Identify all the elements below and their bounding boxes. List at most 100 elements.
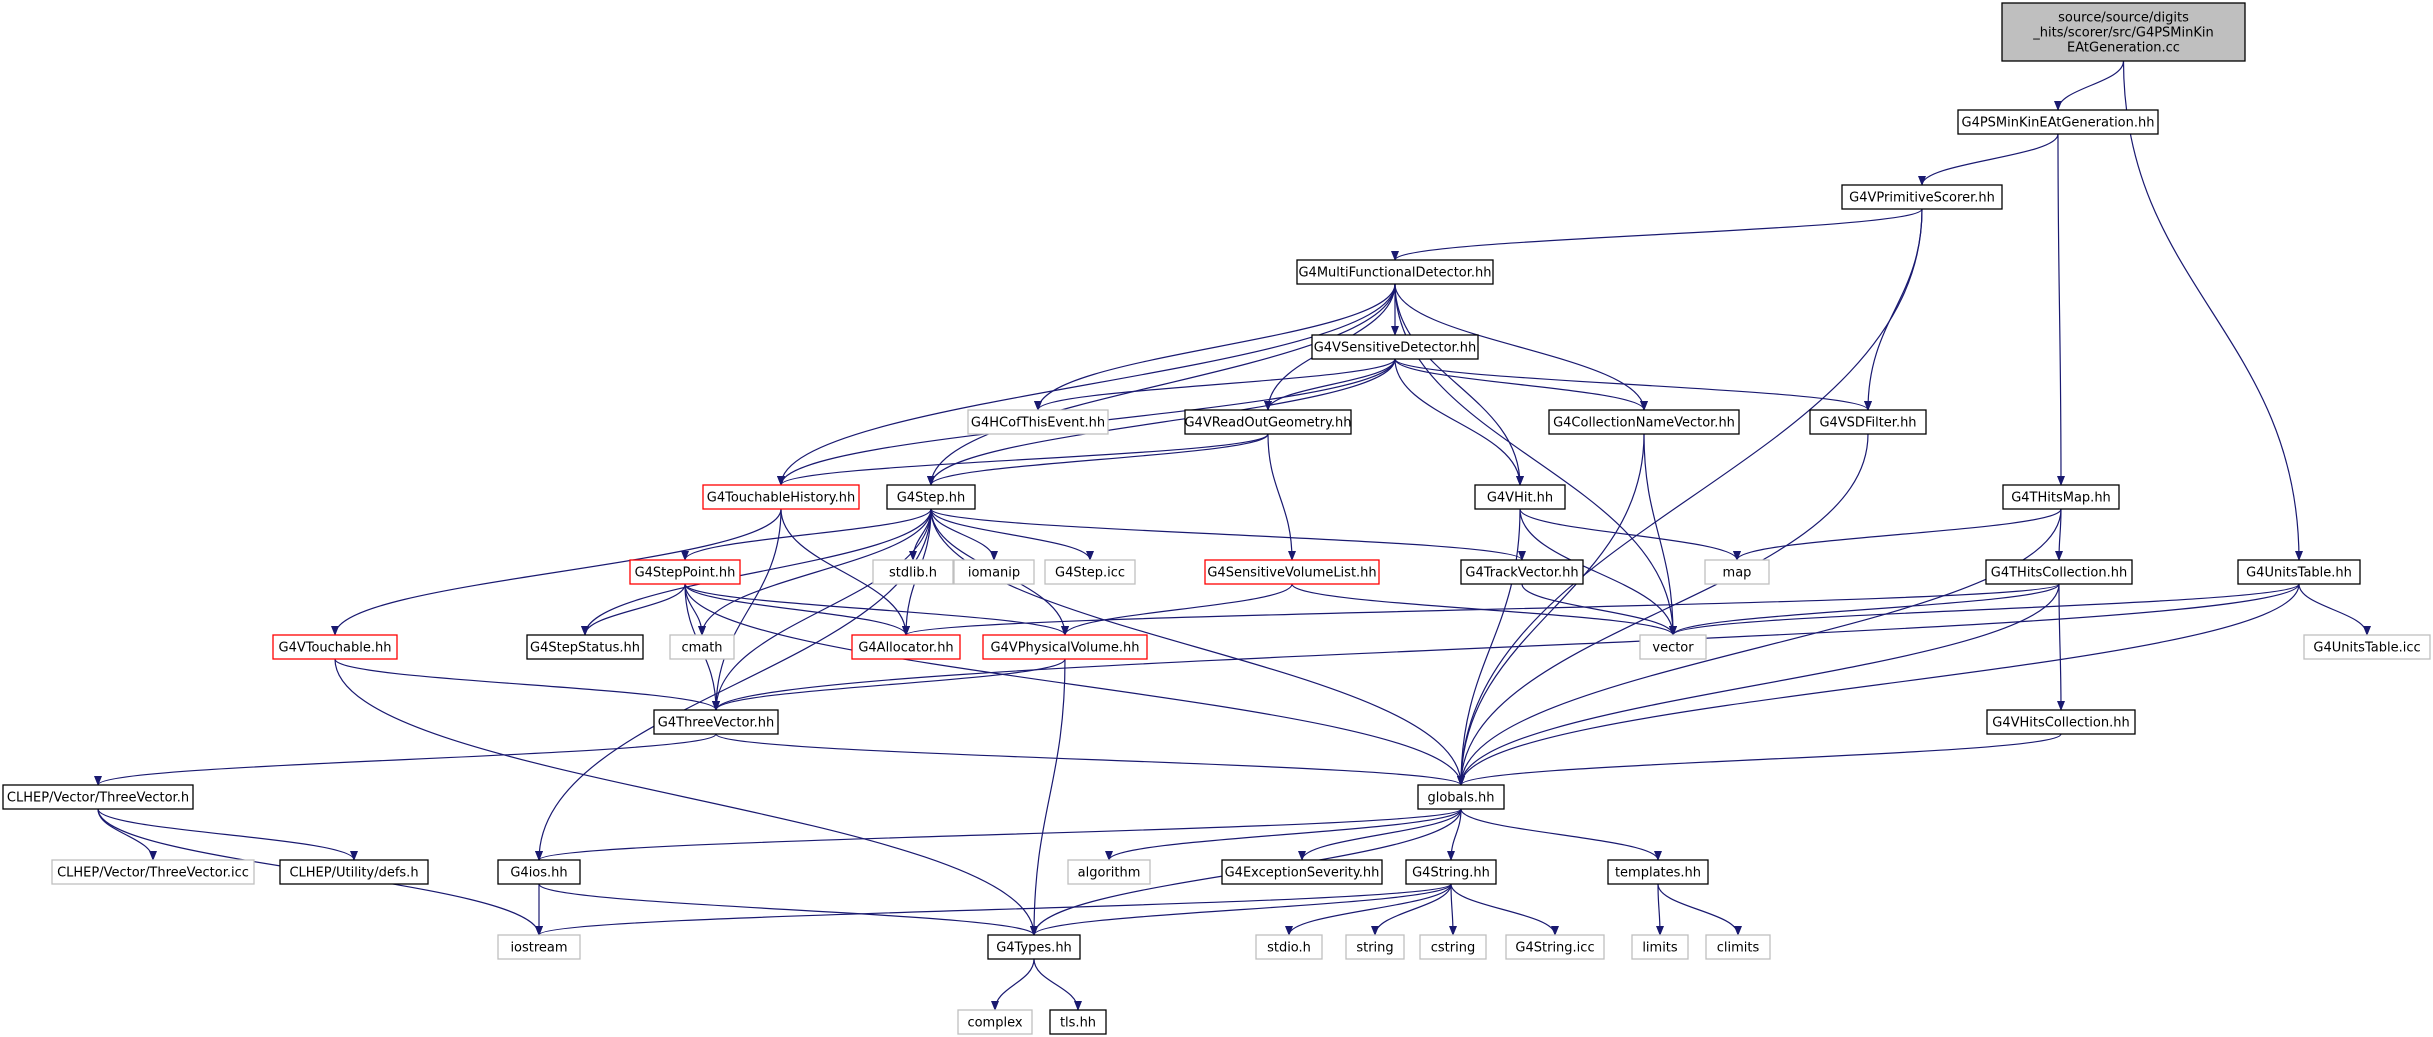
edge-g4string-to-g4types — [1030, 883, 1452, 936]
edge-g4string-to-cstring — [1448, 883, 1457, 936]
node-label: G4Step.icc — [1055, 566, 1125, 581]
node-g4exceptionseverity[interactable]: G4ExceptionSeverity.hh — [1221, 859, 1383, 885]
edge-line — [1030, 658, 1066, 936]
node-label: G4UnitsTable.hh — [2246, 566, 2352, 581]
node-label: G4SensitiveVolumeList.hh — [1207, 566, 1376, 581]
node-tls[interactable]: tls.hh — [1049, 1009, 1107, 1035]
edge-globals-to-g4string — [1447, 808, 1462, 861]
node-g4types[interactable]: G4Types.hh — [987, 934, 1081, 960]
node-g4vprimitivescorer[interactable]: G4VPrimitiveScorer.hh — [1841, 184, 2003, 210]
node-g4multifunctionaldetector[interactable]: G4MultiFunctionalDetector.hh — [1296, 259, 1494, 285]
edge-g4multifunctionaldetector-to-g4touchablehistory — [777, 283, 1396, 486]
node-g4stepoint[interactable]: G4StepPoint.hh — [629, 559, 741, 585]
node-label: G4TrackVector.hh — [1465, 566, 1578, 581]
edge-line — [1033, 958, 1082, 1011]
edge-g4multifunctionaldetector-to-g4step — [927, 283, 1396, 486]
node-box — [497, 934, 581, 960]
node-climits: climits — [1705, 934, 1771, 960]
edge-g4vhitscollection-to-globals — [1457, 733, 2062, 786]
node-label: G4VTouchable.hh — [279, 641, 392, 656]
node-g4vreadoutgeometry[interactable]: G4VReadOutGeometry.hh — [1184, 409, 1352, 435]
node-g4stepstatus[interactable]: G4StepStatus.hh — [526, 634, 644, 660]
edge-line — [1918, 133, 2059, 186]
node-g4trackvector[interactable]: G4TrackVector.hh — [1460, 559, 1584, 585]
node-box — [872, 559, 954, 585]
node-root[interactable]: source/source/digits_hits/scorer/src/G4P… — [2001, 2, 2246, 62]
node-g4touchablehistory[interactable]: G4TouchableHistory.hh — [702, 484, 860, 510]
node-g4vsdfilter[interactable]: G4VSDFilter.hh — [1809, 409, 1927, 435]
edge-g4stepoint-to-g4vphysicalvolume — [684, 583, 1069, 636]
edge-g4vphysicalvolume-to-g4threevector — [712, 658, 1066, 711]
edge-line — [930, 508, 1465, 786]
node-globals[interactable]: globals.hh — [1417, 784, 1505, 810]
node-g4string[interactable]: G4String.hh — [1405, 859, 1497, 885]
node-box — [1985, 559, 2133, 585]
node-g4thitsmap[interactable]: G4THitsMap.hh — [2002, 484, 2120, 510]
edge-line — [2056, 133, 2065, 486]
node-g4vphysicalvolume[interactable]: G4VPhysicalVolume.hh — [982, 634, 1148, 660]
edge-g4vsensitivedetector-to-g4vhit — [1394, 358, 1524, 486]
edge-g4vsensitivedetector-to-g4vreadoutgeometry — [1264, 358, 1396, 411]
node-label: G4String.icc — [1515, 941, 1594, 956]
edge-line — [1450, 883, 1559, 936]
node-box — [987, 934, 1081, 960]
node-g4vtouchable[interactable]: G4VTouchable.hh — [272, 634, 398, 660]
edge-line — [1264, 358, 1396, 411]
node-g4stringicc: G4String.icc — [1505, 934, 1605, 960]
node-box — [1986, 709, 2136, 735]
node-g4vhitscollection[interactable]: G4VHitsCollection.hh — [1986, 709, 2136, 735]
node-box — [1505, 934, 1605, 960]
node-g4threevector[interactable]: G4ThreeVector.hh — [653, 709, 779, 735]
edge-g4collectionnamevector-to-globals — [1457, 433, 1645, 786]
node-complex: complex — [957, 1009, 1033, 1035]
edge-line — [715, 733, 1465, 786]
node-templates[interactable]: templates.hh — [1607, 859, 1709, 885]
edge-g4string-to-g4stringicc — [1450, 883, 1559, 936]
node-label: iomanip — [968, 566, 1020, 581]
node-clhepdefs[interactable]: CLHEP/Utility/defs.h — [279, 859, 429, 885]
node-g4sensitivevolumelist[interactable]: G4SensitiveVolumeList.hh — [1204, 559, 1380, 585]
edge-g4unitstable-to-g4threevector — [712, 583, 2300, 711]
node-label: G4HCofThisEvent.hh — [971, 416, 1105, 431]
edge-line — [1394, 283, 1648, 411]
node-g4ios[interactable]: G4ios.hh — [497, 859, 581, 885]
edge-line — [1394, 358, 1648, 411]
edge-g4multifunctionaldetector-to-g4hcofthisevent — [1034, 283, 1396, 411]
edge-g4step-to-g4stepstatus — [581, 508, 932, 636]
node-g4collectionnamevector[interactable]: G4CollectionNameVector.hh — [1548, 409, 1740, 435]
edge-line — [1034, 283, 1396, 411]
edge-g4step-to-iomanip — [930, 508, 998, 561]
node-g4vsensitivedetector[interactable]: G4VSensitiveDetector.hh — [1311, 334, 1479, 360]
edge-line — [780, 508, 910, 636]
edge-g4vsensitivedetector-to-g4collectionnamevector — [1394, 358, 1648, 411]
edge-globals-to-templates — [1460, 808, 1662, 861]
edge-line — [581, 508, 932, 636]
node-g4psminkineatgeneration[interactable]: G4PSMinKinEAtGeneration.hh — [1957, 109, 2159, 135]
edge-g4unitstable-to-vector — [1669, 583, 2300, 636]
edge-g4vhit-to-map — [1519, 508, 1741, 561]
node-label: source/source/digits — [2058, 11, 2189, 26]
node-box — [1809, 409, 1927, 435]
edge-line — [581, 583, 686, 636]
node-label: CLHEP/Vector/ThreeVector.h — [7, 791, 189, 806]
edge-globals-to-g4exceptionseverity — [1298, 808, 1462, 861]
node-g4unitstable[interactable]: G4UnitsTable.hh — [2237, 559, 2361, 585]
edge-line — [1457, 208, 1923, 786]
edge-g4vsdfilter-to-globals — [1457, 433, 1869, 786]
node-box — [279, 859, 429, 885]
node-clhepthreevector[interactable]: CLHEP/Vector/ThreeVector.h — [2, 784, 194, 810]
node-g4thitscollection[interactable]: G4THitsCollection.hh — [1985, 559, 2133, 585]
edge-g4thitsmap-to-map — [1733, 508, 2062, 561]
node-g4allocator[interactable]: G4Allocator.hh — [851, 634, 961, 660]
node-g4unitstableicc: G4UnitsTable.icc — [2303, 634, 2431, 660]
edge-line — [331, 508, 782, 636]
node-label: G4PSMinKinEAtGeneration.hh — [1962, 116, 2155, 131]
edge-line — [698, 508, 932, 636]
edge-globals-to-g4ios — [535, 808, 1462, 861]
node-box — [967, 409, 1109, 435]
edge-line — [1457, 433, 1869, 786]
node-g4vhit[interactable]: G4VHit.hh — [1474, 484, 1566, 510]
node-label: tls.hh — [1060, 1016, 1096, 1031]
node-g4step[interactable]: G4Step.hh — [886, 484, 976, 510]
node-stdlib: stdlib.h — [872, 559, 954, 585]
